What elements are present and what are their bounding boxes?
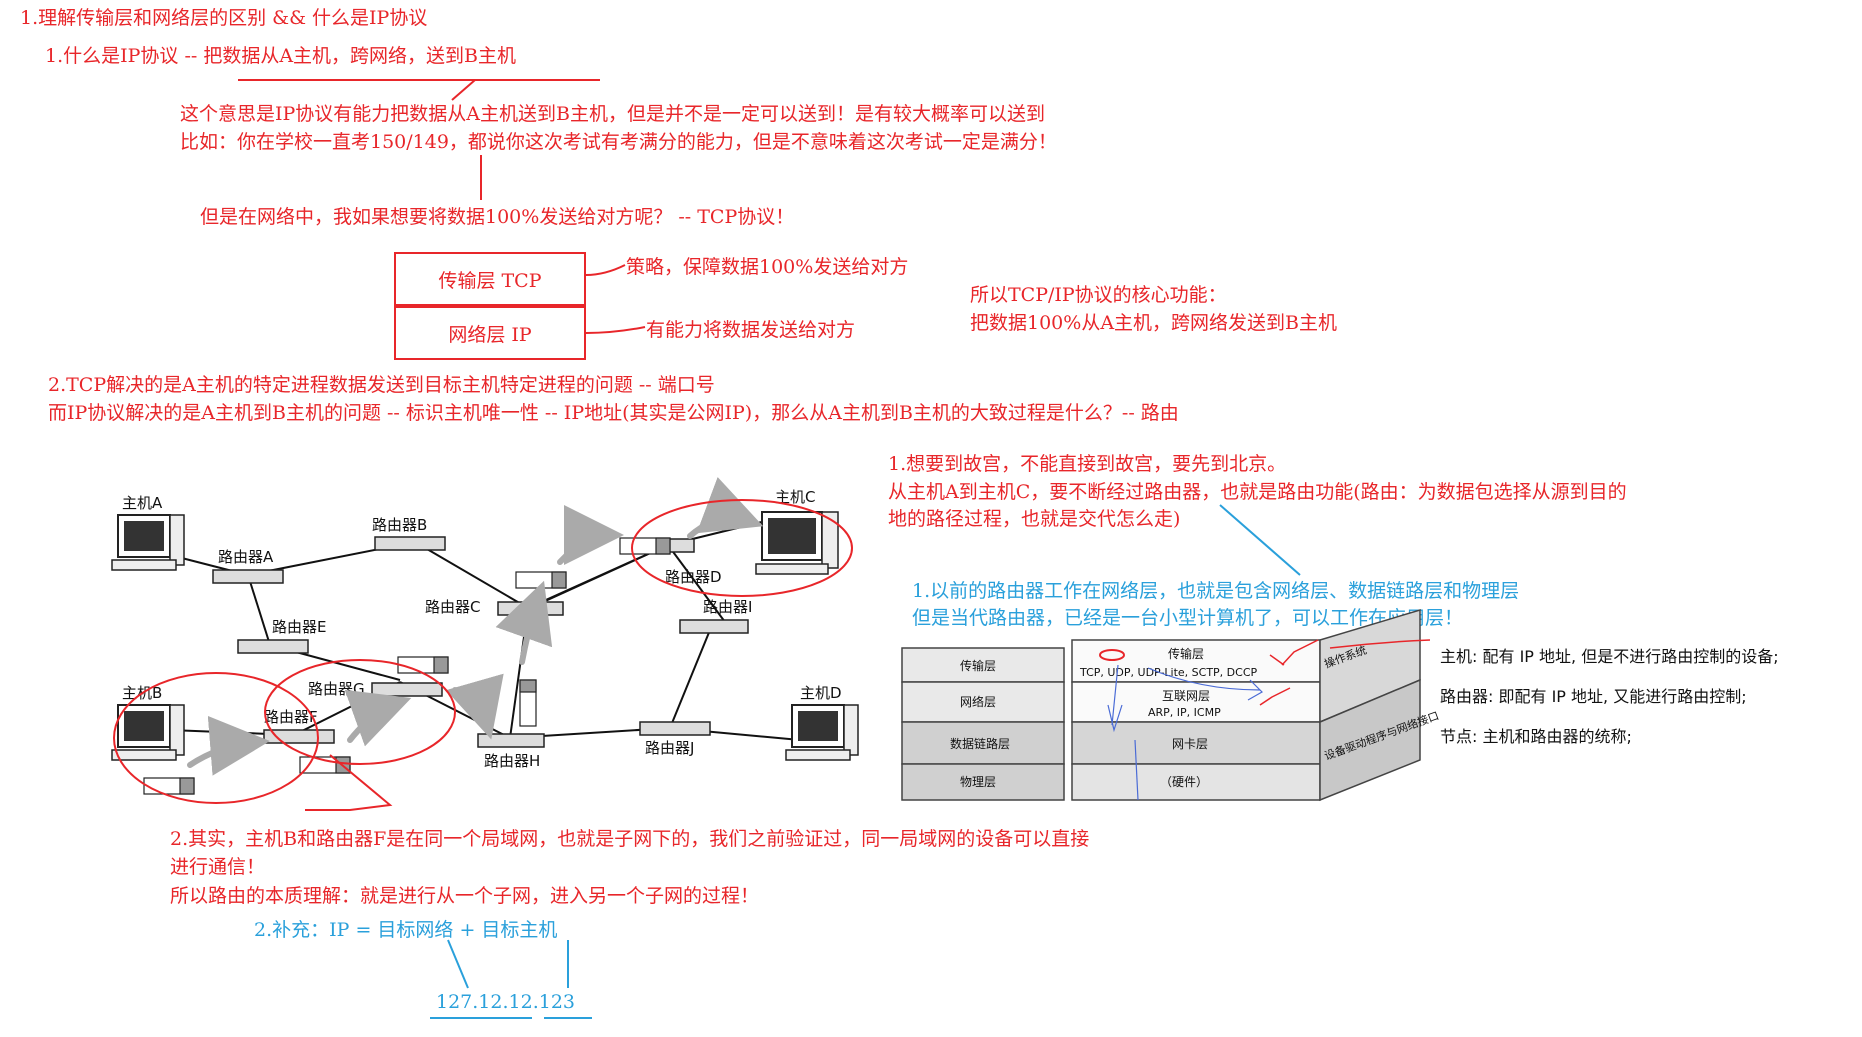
router-f-label: 路由器F (264, 708, 318, 726)
router-h-icon: 路由器H (477, 733, 545, 770)
def-router: 路由器: 即配有 IP 地址, 又能进行路由控制; (1440, 687, 1747, 706)
ip-explain-2: 比如：你在学校一直考150/149，都说你这次考试有考满分的能力，但是不意味着这… (180, 131, 1057, 153)
core-body: 把数据100%从A主机，跨网络发送到B主机 (970, 312, 1338, 334)
host-d-label: 主机D (800, 684, 842, 702)
network-note: 有能力将数据发送给对方 (646, 319, 856, 341)
host-a-label: 主机A (122, 494, 163, 512)
mid-hw-label: （硬件） (1160, 775, 1208, 789)
router-b-label: 路由器B (372, 516, 427, 534)
tcp-question: 但是在网络中，我如果想要将数据100%发送给对方呢？ -- TCP协议！ (200, 206, 795, 228)
network-layer-box: 网络层 IP (394, 306, 586, 360)
highlight-circles (113, 499, 853, 811)
routing-connector (1219, 504, 1301, 576)
ip-definition-underline (238, 79, 646, 334)
router-note-2: 但是当代路由器，已经是一台小型计算机了，可以工作在应用层！ (912, 607, 1464, 629)
router-note-1: 1.以前的路由器工作在网络层，也就是包含网络层、数据链路层和物理层 (912, 580, 1520, 602)
router-a-icon: 路由器A (212, 548, 284, 584)
stack-diagram: 传输层 网络层 数据链路层 物理层 传输层 TCP, UDP, UDP-Lite… (901, 608, 1441, 802)
router-b-icon: 路由器B (372, 516, 446, 551)
ip-example: 127.12.12.123 (436, 991, 576, 1013)
ip-example-connectors (430, 939, 592, 1019)
routing-note-3: 地的路径过程，也就是交代怎么走) (888, 508, 1181, 530)
router-c-label: 路由器C (425, 598, 480, 616)
transport-layer-box: 传输层 TCP (394, 252, 586, 306)
mid-transport-protocols: TCP, UDP, UDP-Lite, SCTP, DCCP (1079, 666, 1258, 679)
mid-internet-label: 互联网层 (1162, 689, 1210, 703)
router-e-icon: 路由器E (237, 618, 326, 654)
host-d-icon: 主机D (785, 684, 859, 761)
mid-nic-label: 网卡层 (1172, 737, 1208, 751)
ip-formula: 2.补充：IP = 目标网络 + 目标主机 (254, 919, 558, 941)
subnet-note-1: 2.其实，主机B和路由器F是在同一个局域网，也就是子网下的，我们之前验证过，同一… (170, 828, 1090, 850)
routing-note-2: 从主机A到主机C，要不断经过路由器，也就是路由功能(路由：为数据包选择从源到目的 (888, 481, 1627, 503)
router-j-icon: 路由器J (639, 721, 711, 757)
left-transport-label: 传输层 (960, 658, 996, 673)
network-diagram: 路由器A 路由器B 路由器C 路由器D 路由器E 路由器F 路由器G 路由器H … (111, 477, 859, 811)
router-i-icon: 路由器I (679, 598, 752, 634)
mid-internet-protocols: ARP, IP, ICMP (1148, 706, 1221, 719)
host-c-label: 主机C (775, 488, 815, 506)
router-i-label: 路由器I (703, 598, 752, 616)
section2-line1: 2.TCP解决的是A主机的特定进程数据发送到目标主机特定进程的问题 -- 端口号 (48, 374, 715, 396)
left-physical-label: 物理层 (960, 775, 996, 789)
host-a-icon: 主机A (111, 494, 185, 571)
routing-note-1: 1.想要到故宫，不能直接到故宫，要先到北京。 (888, 453, 1287, 475)
subnet-note-3: 所以路由的本质理解：就是进行从一个子网，进入另一个子网的过程！ (170, 885, 760, 907)
host-c-icon: 主机C (755, 488, 839, 575)
router-e-label: 路由器E (272, 618, 326, 636)
section2-line2: 而IP协议解决的是A主机到B主机的问题 -- 标识主机唯一性 -- IP地址(其… (48, 402, 1179, 424)
left-datalink-label: 数据链路层 (950, 736, 1010, 751)
mid-transport-label: 传输层 (1168, 646, 1204, 661)
router-a-label: 路由器A (218, 548, 274, 566)
left-network-label: 网络层 (960, 694, 996, 709)
flow-arrows (187, 477, 764, 776)
def-host: 主机: 配有 IP 地址, 但是不进行路由控制的设备; (1440, 647, 1779, 666)
router-h-label: 路由器H (484, 752, 540, 770)
transport-note: 策略，保障数据100%发送给对方 (626, 256, 909, 278)
core-title: 所以TCP/IP协议的核心功能： (970, 284, 1227, 306)
def-node: 节点: 主机和路由器的统称; (1440, 727, 1632, 746)
host-b-icon: 主机B (111, 684, 185, 761)
ip-definition: 1.什么是IP协议 -- 把数据从A主机，跨网络，送到B主机 (45, 45, 517, 67)
ip-explain-1: 这个意思是IP协议有能力把数据从A主机送到B主机，但是并不是一定可以送到！是有较… (180, 103, 1045, 125)
section1-heading: 1.理解传输层和网络层的区别 && 什么是IP协议 (20, 7, 428, 29)
router-j-label: 路由器J (645, 739, 694, 757)
router-f-icon: 路由器F (263, 708, 335, 744)
subnet-note-2: 进行通信！ (170, 856, 266, 878)
router-g-label: 路由器G (308, 680, 365, 698)
router-d-label: 路由器D (665, 568, 722, 586)
router-g-icon: 路由器G (308, 680, 443, 698)
